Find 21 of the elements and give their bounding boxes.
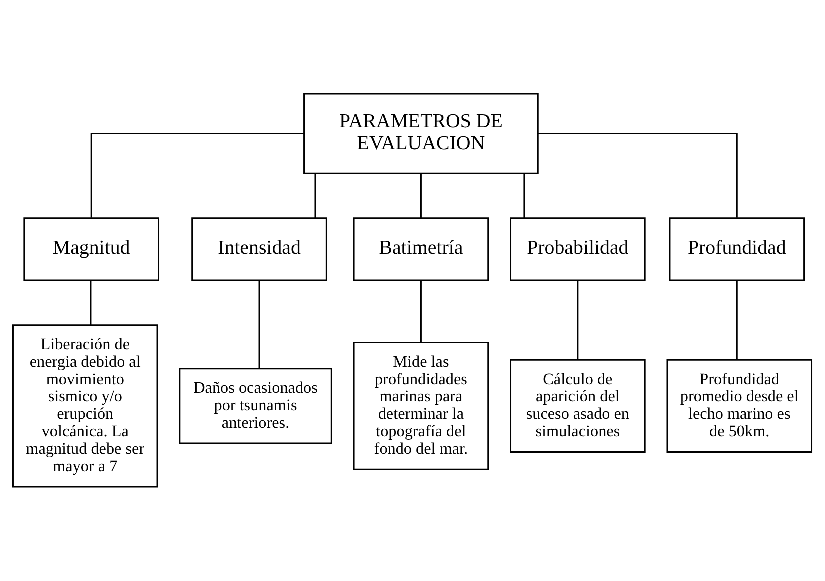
node-box: Profundidad promedio desde el lecho marino es de 50km. <box>666 359 813 453</box>
connector <box>524 174 526 218</box>
connector <box>90 280 92 326</box>
node-box: Probabilidad <box>510 218 646 282</box>
node-box: Liberación de energia debido al movimiento sismico y/o erupción volcánica. La magnitud debe ser mayor a 7 <box>12 324 158 488</box>
node-box: PARAMETROS DE EVALUACION <box>304 93 539 174</box>
connector <box>420 174 422 218</box>
connector <box>736 280 738 360</box>
node-box: Batimetría <box>353 218 490 282</box>
connector <box>258 280 260 369</box>
node-box: Profundidad <box>669 218 806 282</box>
node-box: Magnitud <box>24 218 160 282</box>
node-box: Cálculo de aparición del suceso asado en simulaciones <box>510 359 646 453</box>
connector <box>577 280 579 360</box>
connector <box>420 280 422 342</box>
connector <box>538 133 738 218</box>
connector <box>314 174 316 218</box>
connector <box>90 133 304 218</box>
node-box: Mide las profundidades marinas para determinar la topografía del fondo del mar. <box>353 342 490 470</box>
node-box: Intensidad <box>192 218 328 282</box>
node-box: Daños ocasionados por tsunamis anteriores. <box>179 368 332 444</box>
